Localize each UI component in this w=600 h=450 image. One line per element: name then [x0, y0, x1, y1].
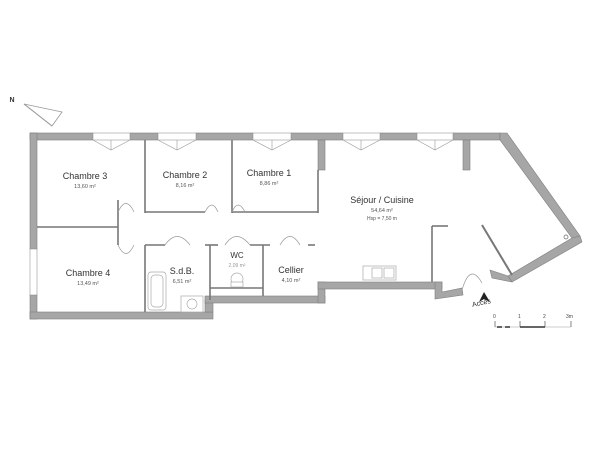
- room-area: 8,16 m²: [175, 183, 195, 189]
- room-area: 2,09 m²: [228, 263, 246, 269]
- room-name: Chambre 2: [162, 170, 208, 180]
- north-arrow-icon: [23, 103, 63, 127]
- room-area: 6,51 m²: [172, 279, 192, 285]
- room-name: Cellier: [278, 265, 304, 275]
- room-area: 8,86 m²: [259, 181, 279, 187]
- room-area: 13,49 m²: [77, 281, 99, 287]
- room-sdb: S.d.B. 6,51 m²: [170, 266, 195, 285]
- room-chambre-3: Chambre 3 13,60 m²: [63, 171, 108, 190]
- room-name: Chambre 4: [65, 268, 111, 278]
- scale-bar: [494, 321, 572, 328]
- scale-tick-0: 0: [493, 314, 496, 320]
- room-sejour-cuisine: Séjour / Cuisine 54,64 m² Hsp = 7,50 m: [350, 195, 414, 222]
- room-chambre-4: Chambre 4 13,49 m²: [66, 268, 111, 287]
- doors: [117, 203, 483, 291]
- windows: [29, 132, 454, 296]
- room-name: Séjour / Cuisine: [350, 195, 414, 205]
- scale-tick-1: 1: [518, 314, 521, 320]
- room-area: 4,10 m²: [281, 278, 301, 284]
- room-wc: WC 2,09 m²: [229, 251, 246, 269]
- room-chambre-1: Chambre 1 8,86 m²: [247, 168, 292, 187]
- room-name: S.d.B.: [169, 266, 195, 276]
- room-name: Chambre 3: [62, 171, 108, 181]
- exterior-walls: [29, 132, 583, 320]
- room-cellier: Cellier 4,10 m²: [278, 265, 304, 284]
- room-name: WC: [230, 251, 244, 260]
- fixtures: [147, 234, 569, 313]
- scale-tick-2: 2: [543, 314, 546, 320]
- room-area: 54,64 m²: [371, 208, 393, 214]
- room-area: 13,60 m²: [74, 184, 96, 190]
- interior-walls: [37, 140, 513, 312]
- room-chambre-2: Chambre 2 8,16 m²: [163, 170, 208, 189]
- room-ceiling-height: Hsp = 7,50 m: [367, 216, 397, 222]
- north-label: N: [9, 97, 15, 104]
- scale-tick-3: 3m: [566, 314, 573, 320]
- room-name: Chambre 1: [246, 168, 292, 178]
- entrance-arrow-icon: [479, 292, 490, 302]
